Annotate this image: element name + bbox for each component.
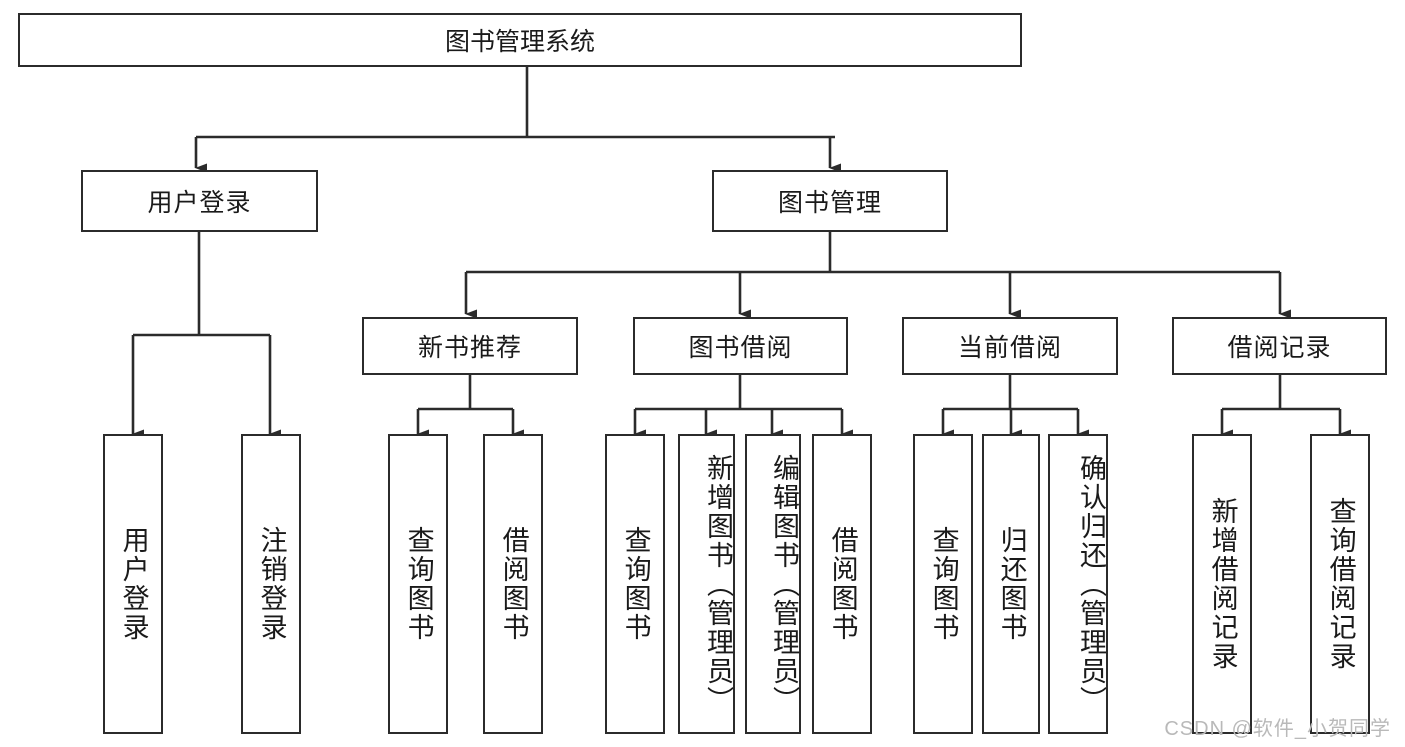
leaf-borrow-edit-book-admin[interactable]: 编辑图书（管理员）: [745, 434, 801, 734]
leaf-record-add[interactable]: 新增借阅记录: [1192, 434, 1252, 734]
leaf-borrow-add-book-admin[interactable]: 新增图书（管理员）: [678, 434, 735, 734]
leaf-current-confirm-return-admin[interactable]: 确认归还（管理员）: [1048, 434, 1108, 734]
node-new-book-recommend[interactable]: 新书推荐: [362, 317, 578, 375]
leaf-current-query-book[interactable]: 查询图书: [913, 434, 973, 734]
node-book-borrow[interactable]: 图书借阅: [633, 317, 848, 375]
node-current-borrow[interactable]: 当前借阅: [902, 317, 1118, 375]
node-book-management[interactable]: 图书管理: [712, 170, 948, 232]
watermark-credit: CSDN @软件_小贺同学: [1164, 718, 1391, 740]
leaf-current-return-book[interactable]: 归还图书: [982, 434, 1040, 734]
node-user-login[interactable]: 用户登录: [81, 170, 318, 232]
node-borrow-record[interactable]: 借阅记录: [1172, 317, 1387, 375]
leaf-borrow-query-book[interactable]: 查询图书: [605, 434, 665, 734]
leaf-borrow-borrow-book[interactable]: 借阅图书: [812, 434, 872, 734]
leaf-user-login-signout[interactable]: 注销登录: [241, 434, 301, 734]
node-root-system[interactable]: 图书管理系统: [18, 13, 1022, 67]
leaf-new-book-query[interactable]: 查询图书: [388, 434, 448, 734]
leaf-user-login-signin[interactable]: 用户登录: [103, 434, 163, 734]
leaf-record-query[interactable]: 查询借阅记录: [1310, 434, 1370, 734]
leaf-new-book-borrow[interactable]: 借阅图书: [483, 434, 543, 734]
